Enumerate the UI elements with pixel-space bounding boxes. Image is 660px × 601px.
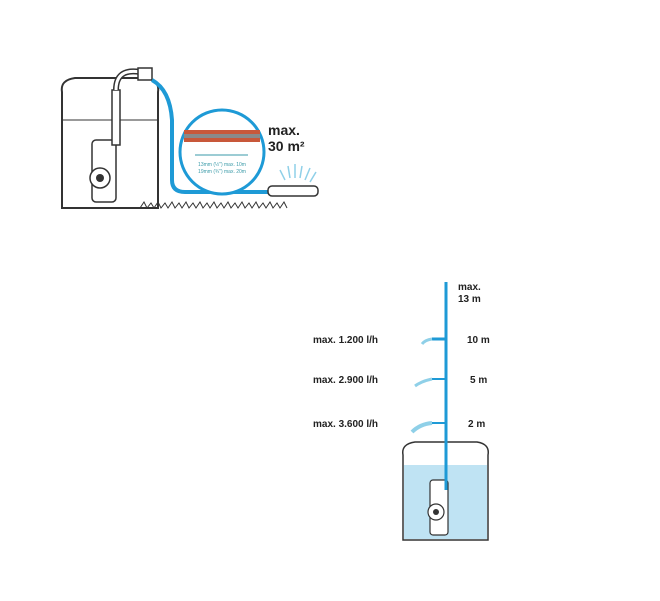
- flow-label: max. 1.200 l/h: [313, 335, 378, 346]
- height-label: 10 m: [467, 335, 490, 346]
- pump-bottom: [427, 479, 449, 536]
- height-label: 2 m: [468, 419, 485, 430]
- hose-spec-1: 13mm (½") max. 10m: [198, 161, 246, 168]
- hose-spec-2: 19mm (¾") max. 20m: [198, 169, 246, 175]
- max-height-1: max.: [458, 282, 481, 293]
- sprinkler-icon: [267, 164, 319, 197]
- height-label: 5 m: [470, 375, 487, 386]
- flow-label: max. 3.600 l/h: [313, 419, 378, 430]
- level-5m: max. 2.900 l/h 5 m: [313, 375, 487, 388]
- level-10m: max. 1.200 l/h 10 m: [313, 335, 490, 346]
- flow-label: max. 2.900 l/h: [313, 375, 378, 386]
- hose-detail-circle: 13mm (½") max. 10m 19mm (¾") max. 20m: [178, 108, 266, 196]
- level-2m: max. 3.600 l/h 2 m: [313, 419, 485, 434]
- area-label-2: 30 m²: [268, 138, 305, 154]
- max-height-2: 13 m: [458, 294, 481, 305]
- grass: [139, 201, 288, 209]
- pump-top: [89, 67, 153, 203]
- area-label-1: max.: [268, 122, 300, 138]
- hose-top: [150, 78, 270, 194]
